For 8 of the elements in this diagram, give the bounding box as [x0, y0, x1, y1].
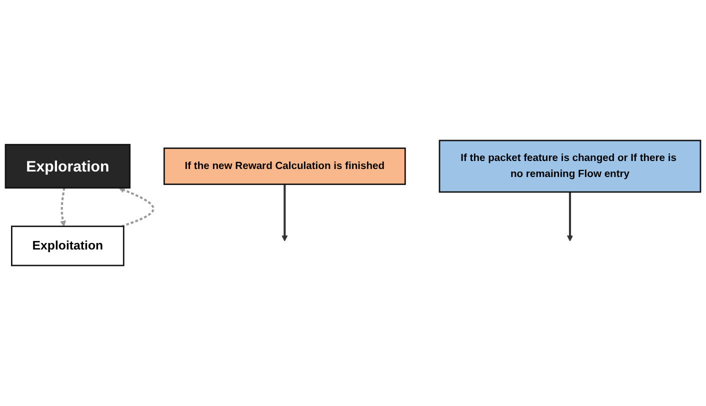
- node-box: If the packet feature is changed or If there is no remaining Flow entry: [438, 140, 702, 193]
- node-box: If the new Reward Calculation is finished: [163, 148, 406, 185]
- node-box: Exploitation: [11, 226, 124, 266]
- arrow: [566, 192, 574, 242]
- arrow: [60, 188, 66, 227]
- arrow: [118, 187, 154, 228]
- node-box: Exploration: [4, 144, 131, 189]
- arrow: [282, 184, 288, 242]
